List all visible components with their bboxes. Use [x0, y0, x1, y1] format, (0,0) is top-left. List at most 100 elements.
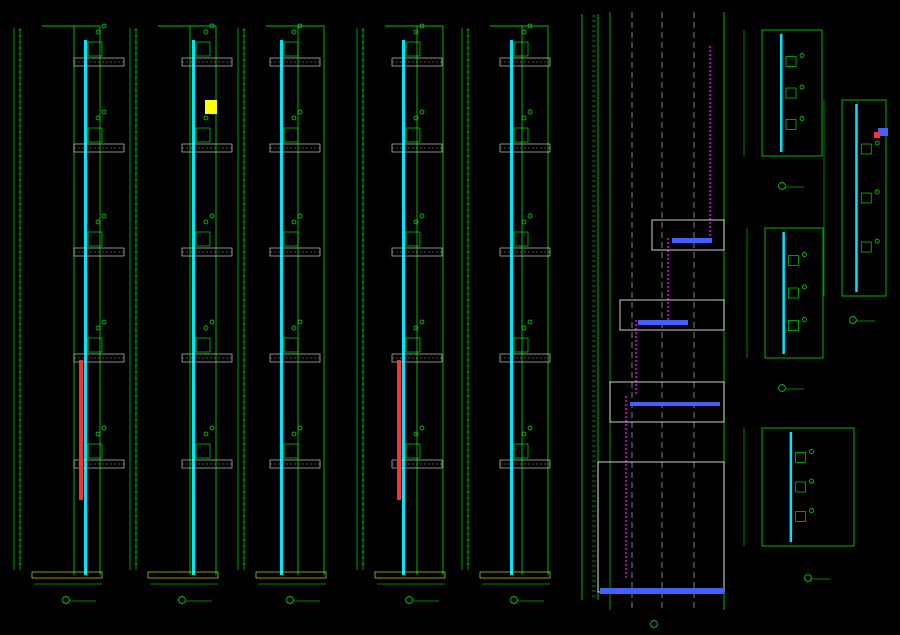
bracket-node [788, 255, 799, 266]
callout-bubble [521, 431, 527, 437]
callout-bubble [95, 29, 101, 35]
section-title-marker [178, 596, 186, 604]
bracket-node [283, 443, 299, 459]
detail-title-marker [849, 316, 857, 324]
callout-bubble [203, 325, 209, 331]
bracket-node [860, 241, 872, 253]
callout-bubble [297, 23, 303, 29]
bracket-node [795, 452, 806, 463]
callout-bubble [297, 109, 303, 115]
callout-bubble [802, 252, 807, 257]
callout-bubble [203, 431, 209, 437]
callout-bubble [874, 140, 880, 146]
bracket-node [283, 127, 299, 143]
callout-bubble [297, 213, 303, 219]
ground-line [374, 571, 446, 579]
bracket-node [795, 481, 806, 493]
callout-bubble [419, 213, 425, 219]
glass-pane [782, 232, 785, 354]
callout-bubble [527, 109, 533, 115]
bracket-node [283, 337, 299, 353]
bracket-node [283, 231, 299, 247]
callout-bubble [413, 115, 419, 121]
callout-bubble [297, 425, 303, 431]
node-details [743, 29, 888, 582]
detail-frame [761, 29, 823, 157]
steel-beam [878, 128, 888, 136]
section-title-marker [510, 596, 518, 604]
bracket-node [860, 192, 872, 204]
callout-bubble [95, 219, 101, 225]
step-box [597, 461, 725, 593]
detail-frame [761, 427, 855, 547]
callout-bubble [101, 23, 107, 29]
wall-section-5 [461, 23, 551, 604]
callout-bubble [809, 478, 814, 484]
red-column [397, 360, 401, 500]
callout-bubble [419, 23, 425, 29]
facade-wall-sections [13, 23, 551, 604]
bracket-node [87, 231, 103, 247]
bracket-node [405, 127, 421, 143]
bracket-node [513, 231, 529, 247]
steel-beam [630, 402, 720, 406]
callout-bubble [527, 23, 533, 29]
callout-bubble [413, 431, 419, 437]
callout-bubble [209, 425, 215, 431]
callout-bubble [799, 116, 805, 121]
callout-bubble [101, 109, 107, 115]
callout-bubble [101, 319, 107, 325]
bracket-node [785, 87, 797, 99]
bracket-node [87, 127, 103, 143]
callout-bubble [521, 219, 527, 225]
glass-pane [192, 40, 195, 575]
callout-bubble [802, 284, 807, 290]
bracket-node [405, 443, 421, 459]
callout-bubble [802, 317, 807, 322]
callout-bubble [209, 319, 215, 325]
ground-line [147, 571, 219, 579]
callout-bubble [101, 425, 107, 431]
steel-beam [638, 320, 688, 325]
callout-bubble [413, 219, 419, 225]
detail-1 [743, 29, 823, 190]
callout-bubble [95, 115, 101, 121]
wall-section-4 [356, 23, 446, 604]
step-box [619, 299, 725, 331]
callout-bubble [209, 23, 215, 29]
yellow-tag [205, 100, 217, 114]
glass-pane [855, 104, 858, 292]
bracket-node [513, 443, 529, 459]
bracket-node [785, 119, 797, 130]
callout-bubble [297, 319, 303, 325]
bracket-node [788, 287, 799, 299]
callout-bubble [521, 29, 527, 35]
callout-bubble [874, 189, 880, 195]
bracket-node [195, 443, 211, 459]
detail-title-marker [778, 182, 786, 190]
steel-beam [672, 238, 712, 243]
callout-bubble [209, 213, 215, 219]
bracket-node [195, 41, 211, 57]
callout-bubble [521, 115, 527, 121]
callout-bubble [291, 115, 297, 121]
wall-section-3 [237, 23, 327, 604]
section-title-marker [62, 596, 70, 604]
glass-pane [780, 34, 783, 152]
bracket-node [87, 337, 103, 353]
glass-pane [789, 432, 793, 542]
callout-bubble [799, 53, 805, 58]
callout-bubble [799, 84, 805, 90]
callout-bubble [95, 431, 101, 437]
callout-bubble [419, 425, 425, 431]
glass-pane [402, 40, 405, 575]
callout-bubble [291, 325, 297, 331]
large-stepped-section [581, 12, 725, 628]
detail-title-marker [778, 384, 786, 392]
step-box [651, 219, 725, 251]
section-title-marker [405, 596, 413, 604]
callout-bubble [809, 449, 814, 454]
red-accent [874, 132, 880, 138]
callout-bubble [527, 213, 533, 219]
